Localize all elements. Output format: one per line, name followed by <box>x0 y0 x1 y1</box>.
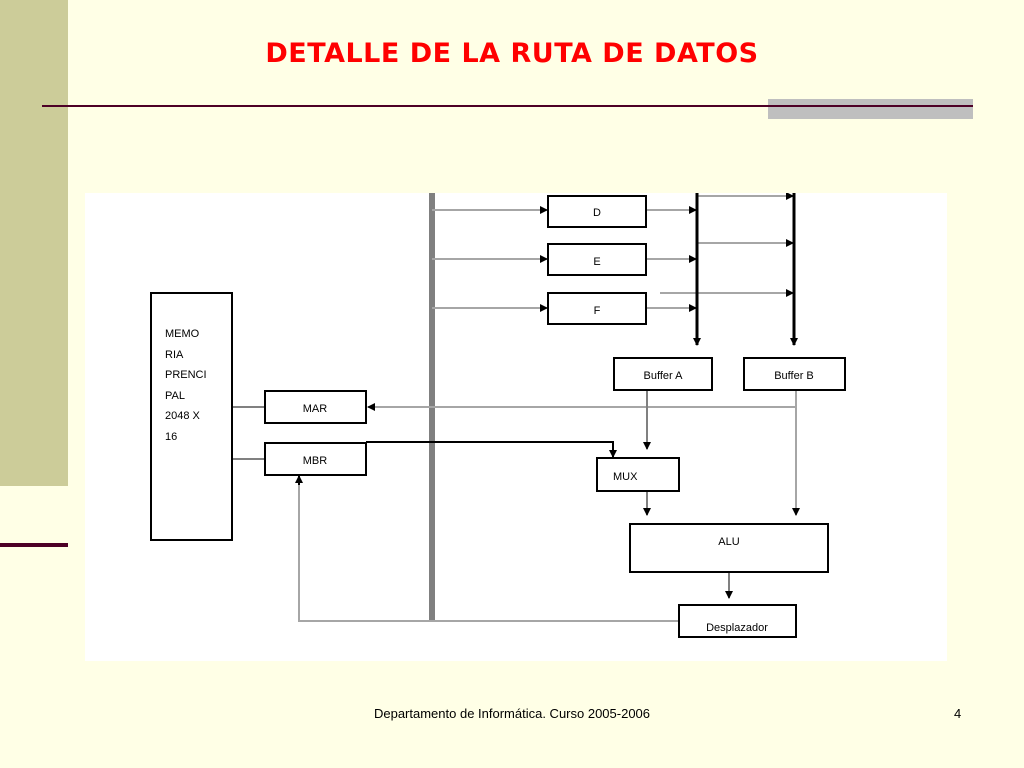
register-f-label: F <box>594 305 601 317</box>
buffer-b-label: Buffer B <box>774 370 814 382</box>
buffer-a-label: Buffer A <box>644 370 684 382</box>
mar-register: MAR <box>264 390 367 424</box>
memory-label-line-4: PAL <box>165 390 185 402</box>
memory-label-line-5: 2048 X <box>165 410 201 422</box>
sidebar-decoration <box>0 0 68 486</box>
mux-box: MUX <box>596 457 680 492</box>
sidebar-accent-line <box>0 543 68 547</box>
memory-label-line-3: PRENCI <box>165 369 207 381</box>
buffer-b: Buffer B <box>743 357 846 391</box>
slide-title: DETALLE DE LA RUTA DE DATOS <box>265 38 759 69</box>
register-e: E <box>547 243 647 276</box>
datapath-diagram: MEMO RIA PRENCI PAL 2048 X 16 MAR MBR D … <box>85 193 947 661</box>
memory-label-line-6: 16 <box>165 431 177 443</box>
shifter-label: Desplazador <box>706 622 768 634</box>
page-number: 4 <box>954 706 962 721</box>
buffer-a: Buffer A <box>613 357 713 391</box>
register-d: D <box>547 195 647 228</box>
memory-label-line-2: RIA <box>165 349 184 361</box>
mbr-register: MBR <box>264 442 367 476</box>
shifter-box: Desplazador <box>678 604 797 638</box>
alu-label: ALU <box>718 536 739 548</box>
register-f: F <box>547 292 647 325</box>
slide-footer: Departamento de Informática. Curso 2005-… <box>373 706 651 721</box>
title-rule <box>42 105 768 107</box>
alu-box: ALU <box>629 523 829 573</box>
mux-label: MUX <box>613 471 638 483</box>
shifter-to-mbr-line <box>298 479 679 622</box>
register-e-label: E <box>593 256 600 268</box>
mbr-to-mux-line <box>366 441 614 453</box>
mbr-label: MBR <box>303 455 328 467</box>
mar-label: MAR <box>303 403 328 415</box>
memory-label-line-1: MEMO <box>165 328 200 340</box>
register-d-label: D <box>593 207 601 219</box>
main-memory-box: MEMO RIA PRENCI PAL 2048 X 16 <box>150 292 233 541</box>
title-rule-accent <box>768 99 973 119</box>
